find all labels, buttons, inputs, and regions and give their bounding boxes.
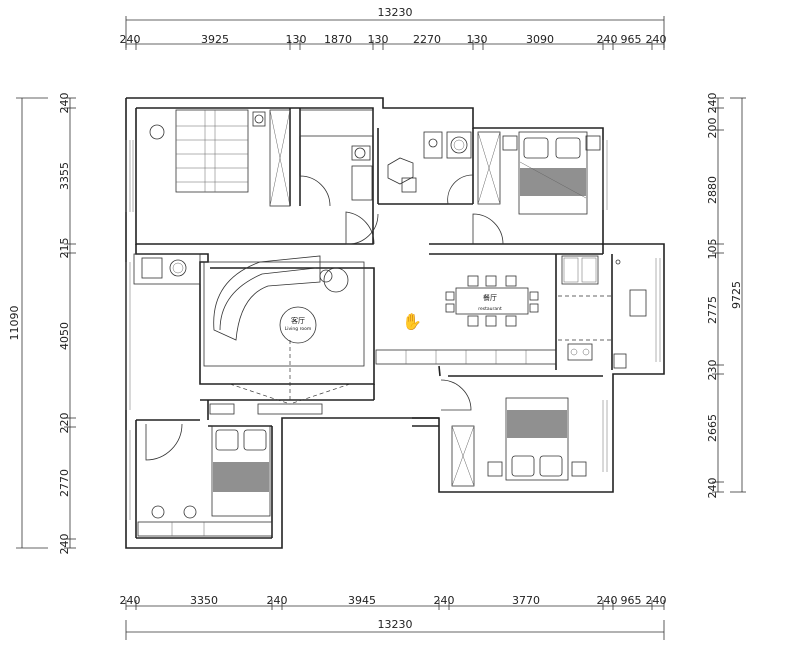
- bottom-seg-7: 240: [597, 594, 618, 607]
- right-total-label: 9725: [730, 281, 743, 309]
- bottom-seg-1: 240: [120, 594, 141, 607]
- bathroom-2: [345, 131, 474, 245]
- top-seg-9: 240: [597, 33, 618, 46]
- top-seg-4: 1870: [324, 33, 352, 46]
- top-total-label: 13230: [378, 6, 413, 19]
- top-seg-10: 965: [621, 33, 642, 46]
- left-seg-5: 220: [58, 413, 71, 434]
- living-room: 客厅 Living room: [133, 253, 365, 415]
- bottom-seg-8: 965: [621, 594, 642, 607]
- top-seg-8: 3090: [526, 33, 554, 46]
- right-seg-3: 2880: [706, 176, 719, 204]
- right-seg-4: 105: [706, 239, 719, 260]
- hand-cursor-icon: ✋: [402, 312, 422, 331]
- left-seg-1: 240: [58, 93, 71, 114]
- bottom-seg-4: 3945: [348, 594, 376, 607]
- top-dimension-chain: 13230 240 3925 130 1870 130 2270 130 309…: [120, 6, 667, 50]
- bottom-seg-9: 240: [646, 594, 667, 607]
- bottom-total-label: 13230: [378, 618, 413, 631]
- bottom-seg-2: 3350: [190, 594, 218, 607]
- bottom-seg-3: 240: [267, 594, 288, 607]
- dining-room-label-en: restaurant: [478, 306, 502, 312]
- exterior-walls: [125, 97, 665, 549]
- right-seg-5: 2775: [706, 296, 719, 324]
- bedroom-bottom-left: [137, 423, 273, 537]
- bedroom-top-left: [149, 109, 375, 245]
- left-dimension-chain: 11090 240 3355 215 4050 220 2770 240: [8, 93, 76, 555]
- right-overlap-label: 200: [706, 118, 719, 139]
- left-seg-2: 3355: [58, 162, 71, 190]
- bedroom-bottom-right: [440, 379, 587, 487]
- left-seg-6: 2770: [58, 469, 71, 497]
- top-seg-1: 240: [120, 33, 141, 46]
- bottom-dimension-chain: 240 3350 240 3945 240 3770 240 965 240 1…: [120, 594, 667, 640]
- right-seg-7: 2665: [706, 414, 719, 442]
- bottom-seg-5: 240: [434, 594, 455, 607]
- kitchen: [558, 255, 647, 369]
- living-room-label-en: Living room: [285, 326, 311, 332]
- right-seg-1: 240: [706, 93, 719, 114]
- left-seg-3: 215: [58, 238, 71, 259]
- top-seg-5: 130: [368, 33, 389, 46]
- bedroom-top-right: [472, 131, 601, 245]
- top-seg-6: 2270: [413, 33, 441, 46]
- top-seg-7: 130: [467, 33, 488, 46]
- right-seg-8: 240: [706, 478, 719, 499]
- bathroom-1: [299, 109, 374, 207]
- left-seg-7: 240: [58, 534, 71, 555]
- right-dimension-chain: 240 200 2880 105 2775 230 2665 240 9725: [706, 93, 746, 499]
- dining-room: 餐厅 restaurant ✋: [375, 275, 557, 365]
- left-seg-4: 4050: [58, 322, 71, 350]
- bottom-seg-6: 3770: [512, 594, 540, 607]
- top-seg-2: 3925: [201, 33, 229, 46]
- dining-room-label-cn: 餐厅: [483, 293, 497, 302]
- living-room-label-cn: 客厅: [291, 316, 305, 325]
- top-seg-3: 130: [286, 33, 307, 46]
- top-seg-11: 240: [646, 33, 667, 46]
- left-total-label: 11090: [8, 306, 21, 341]
- right-seg-6: 230: [706, 360, 719, 381]
